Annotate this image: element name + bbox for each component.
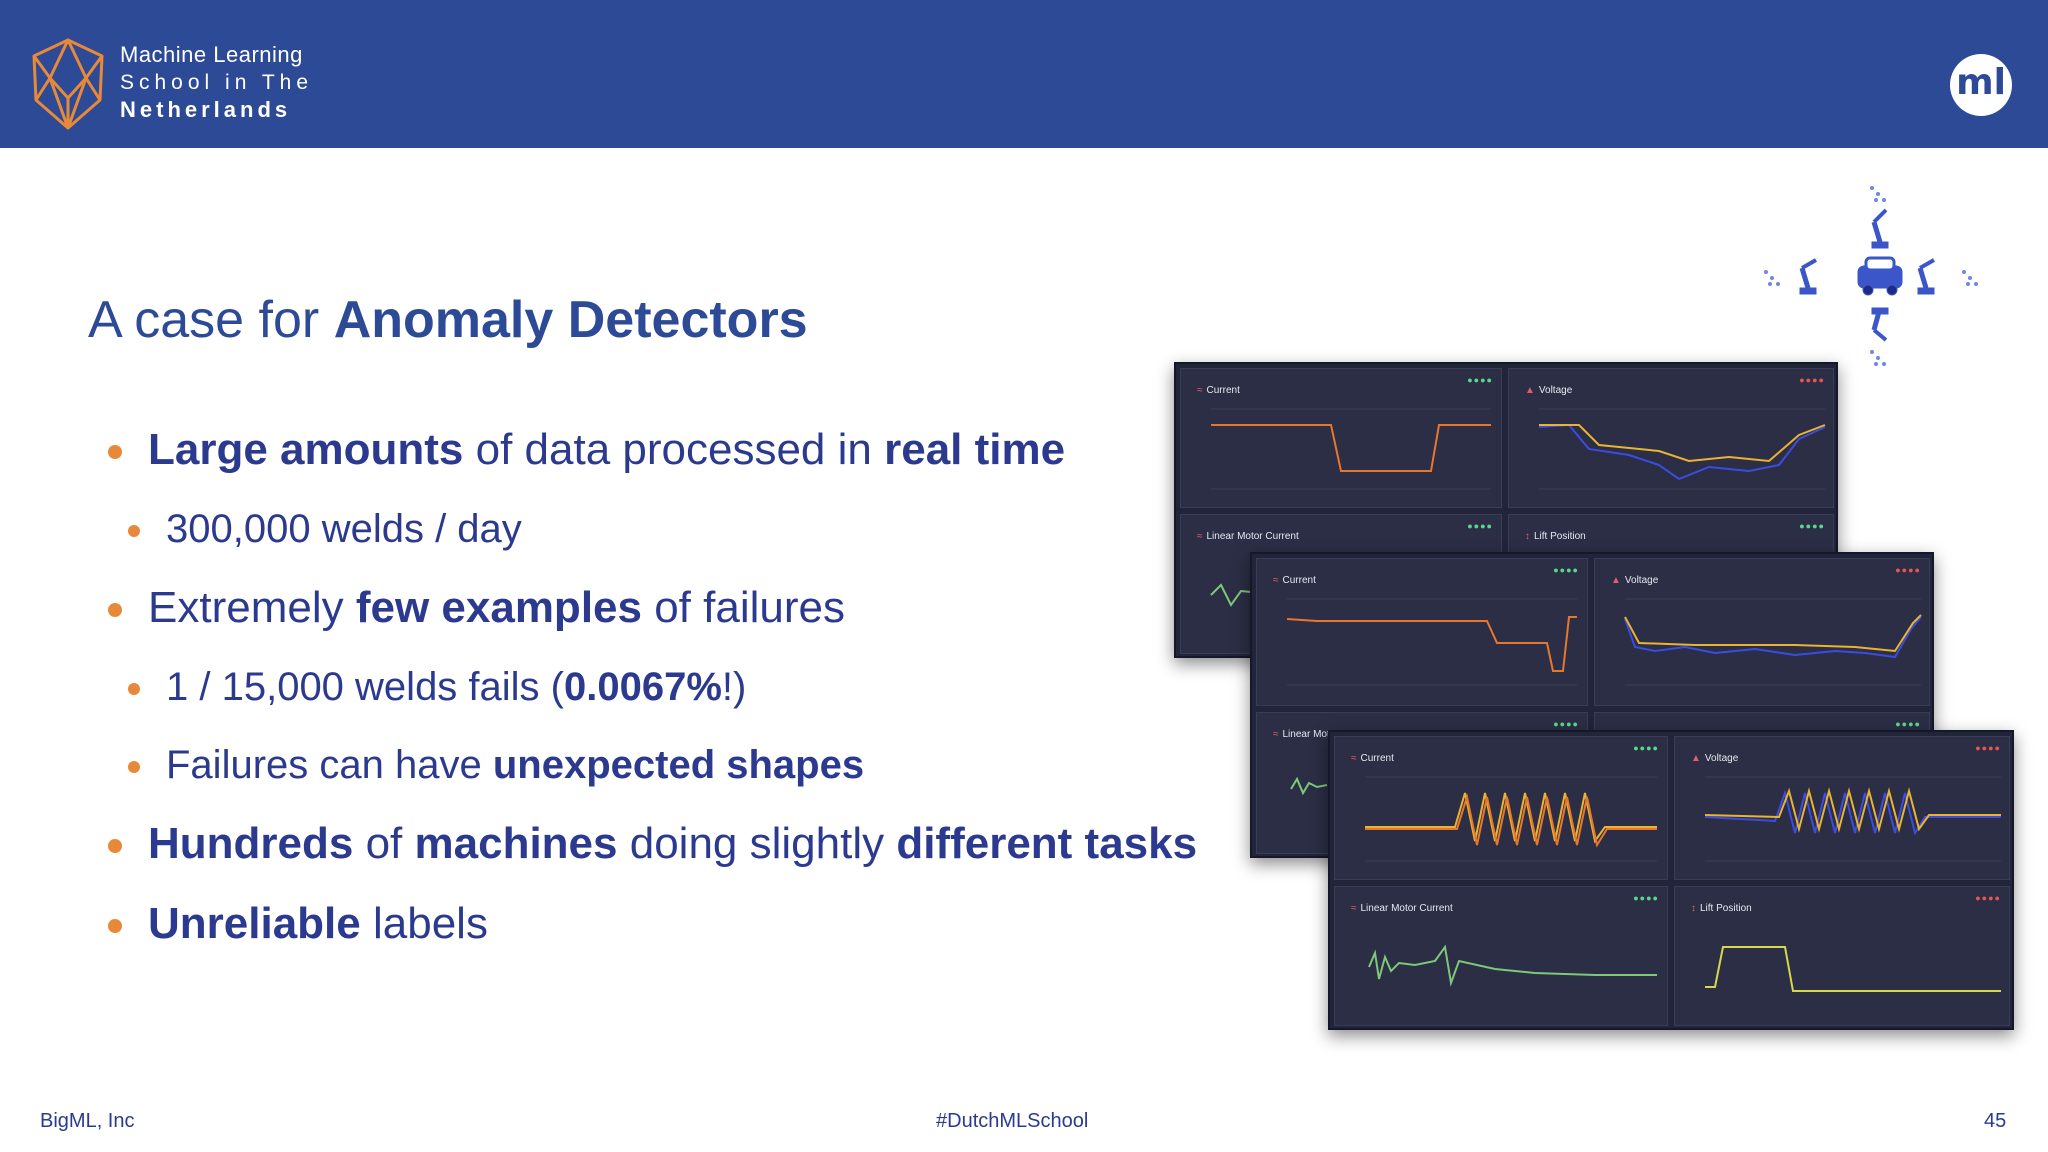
bullet-emphasis: different tasks <box>896 819 1198 868</box>
status-dots-icon: ●●●● <box>1467 521 1493 531</box>
status-dots-icon: ●●●● <box>1975 893 2001 903</box>
page-number: 45 <box>1984 1110 2007 1132</box>
bullet-item: Hundreds of machines doing slightly diff… <box>106 804 1226 884</box>
panel-title: ≈Current <box>1197 385 1240 396</box>
bullet-dot-icon <box>108 919 122 933</box>
status-dots-icon: ●●●● <box>1895 565 1921 575</box>
school-logo-text: Machine Learning School in The Netherlan… <box>120 44 313 121</box>
logo-line-2: School in The <box>120 71 314 94</box>
title-bold: Anomaly Detectors <box>333 291 808 349</box>
voltage-panel: ▲Voltage ●●●● <box>1674 736 2010 880</box>
panel-title: ▲Voltage <box>1691 753 1739 764</box>
footer-hashtag: #DutchMLSchool <box>936 1110 1089 1132</box>
linear-motor-plot <box>1368 944 1657 987</box>
panel-title: ≈Linear Motor <box>1273 729 1339 740</box>
school-logo-icon <box>32 38 104 130</box>
bullet-emphasis: machines <box>414 819 618 868</box>
current-plot <box>1365 776 1657 862</box>
bullet-text: Extremely <box>148 583 356 632</box>
logo-line-3: Netherlands <box>120 97 292 122</box>
bullet-text: of failures <box>641 583 845 632</box>
slide-header: Machine Learning School in The Netherlan… <box>0 0 2048 148</box>
bullet-item: Large amounts of data processed in real … <box>106 410 1226 490</box>
current-panel: ≈Current ●●●● <box>1180 368 1502 508</box>
status-dots-icon: ●●●● <box>1633 743 1659 753</box>
bullet-emphasis: real time <box>884 425 1066 474</box>
bullet-list: Large amounts of data processed in real … <box>106 410 1226 964</box>
bullet-item: 1 / 15,000 welds fails (0.0067%!) <box>106 648 1226 726</box>
bullet-text: of <box>353 819 415 868</box>
bullet-dot-icon <box>128 683 140 695</box>
bullet-emphasis: Unreliable <box>148 899 361 948</box>
bullet-text: 1 / 15,000 welds fails ( <box>166 665 564 709</box>
bullet-item: Failures can have unexpected shapes <box>106 726 1226 804</box>
current-plot <box>1286 598 1577 686</box>
panel-title: ▲Voltage <box>1611 575 1659 586</box>
bullet-item: Extremely few examples of failures <box>106 568 1226 648</box>
current-panel: ≈Current ●●●● <box>1256 558 1588 706</box>
bullet-emphasis: few examples <box>355 583 642 632</box>
linear-motor-plot <box>1290 776 1328 796</box>
bullet-text: 300,000 welds / day <box>166 507 522 551</box>
bullet-text: Failures can have <box>166 743 493 787</box>
bullet-dot-icon <box>108 603 122 617</box>
voltage-panel: ▲Voltage ●●●● <box>1508 368 1834 508</box>
status-dots-icon: ●●●● <box>1467 375 1493 385</box>
robot-arms-car-icon <box>1764 186 1978 366</box>
status-dots-icon: ●●●● <box>1633 893 1659 903</box>
slide-title: A case for Anomaly Detectors <box>88 290 808 350</box>
ml-logo-icon: ml <box>1950 54 2012 116</box>
bullet-text: of data processed in <box>463 425 885 474</box>
current-panel: ≈Current ●●●● <box>1334 736 1668 880</box>
bullet-text: !) <box>721 665 747 709</box>
status-dots-icon: ●●●● <box>1895 719 1921 729</box>
bullet-text: labels <box>360 899 488 948</box>
linear-motor-plot <box>1210 583 1262 607</box>
panel-title: ▲Voltage <box>1525 385 1573 396</box>
bullet-emphasis: 0.0067% <box>564 665 722 709</box>
bullet-emphasis: Hundreds <box>148 819 354 868</box>
status-dots-icon: ●●●● <box>1799 521 1825 531</box>
bullet-dot-icon <box>128 525 140 537</box>
bullet-text: doing slightly <box>617 819 897 868</box>
bullet-emphasis: Large amounts <box>148 425 464 474</box>
status-dots-icon: ●●●● <box>1553 719 1579 729</box>
panel-title: ↕Lift Position <box>1525 531 1586 542</box>
bullet-emphasis: unexpected shapes <box>492 743 865 787</box>
bullet-dot-icon <box>108 839 122 853</box>
voltage-plot <box>1538 408 1826 490</box>
lift-position-plot <box>1705 946 2001 992</box>
status-dots-icon: ●●●● <box>1799 375 1825 385</box>
lift-position-panel: ↕Lift Position ●●●● <box>1674 886 2010 1026</box>
panel-title: ≈Current <box>1351 753 1394 764</box>
current-plot <box>1211 408 1491 490</box>
voltage-plot <box>1704 776 2001 862</box>
bullet-dot-icon <box>128 761 140 773</box>
panel-title: ≈Linear Motor Current <box>1197 531 1299 542</box>
logo-line-1: Machine Learning <box>120 42 303 67</box>
footer-company: BigML, Inc <box>40 1110 135 1132</box>
panel-title: ↕Lift Position <box>1691 903 1752 914</box>
status-dots-icon: ●●●● <box>1553 565 1579 575</box>
panel-title: ≈Current <box>1273 575 1316 586</box>
dashboard-screenshot-3: ≈Current ●●●● ▲Voltage ●●●● ≈Linear Moto… <box>1328 730 2014 1030</box>
bullet-item: Unreliable labels <box>106 884 1226 964</box>
bullet-dot-icon <box>108 445 122 459</box>
status-dots-icon: ●●●● <box>1975 743 2001 753</box>
bullet-item: 300,000 welds / day <box>106 490 1226 568</box>
voltage-panel: ▲Voltage ●●●● <box>1594 558 1930 706</box>
title-plain: A case for <box>88 291 334 349</box>
panel-title: ≈Linear Motor Current <box>1351 903 1453 914</box>
voltage-plot <box>1624 598 1922 686</box>
linear-motor-panel: ≈Linear Motor Current ●●●● <box>1334 886 1668 1026</box>
